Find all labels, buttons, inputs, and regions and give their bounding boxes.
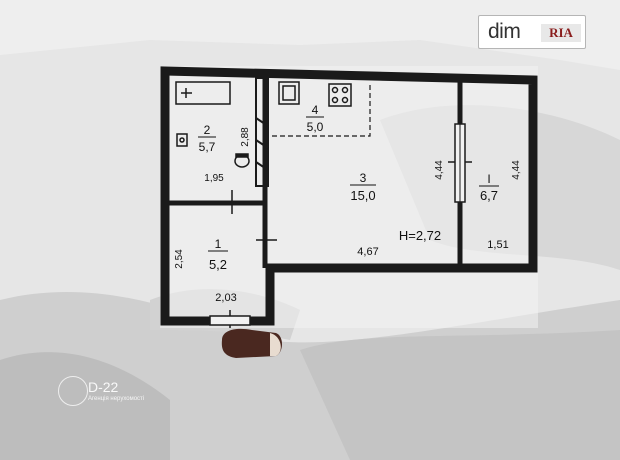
dim-balcony-height: 4,44: [511, 160, 522, 180]
svg-text:1: 1: [215, 237, 222, 251]
room-4-label: 4 5,0: [306, 103, 324, 134]
window-hall: [209, 315, 251, 326]
dim-hall-height: 2,54: [174, 249, 185, 269]
dim-balcony-width: 1,51: [487, 239, 508, 251]
agency-watermark: D-22 Агенція нерухомості: [52, 374, 162, 414]
svg-text:I: I: [487, 172, 490, 186]
ceiling-height: H=2,72: [399, 228, 441, 243]
dim-bath-width: 1,95: [204, 173, 224, 184]
dim-hall-width: 2,03: [215, 292, 236, 304]
svg-text:2: 2: [204, 123, 211, 137]
bathtub-icon: [175, 81, 231, 105]
svg-text:5,7: 5,7: [199, 140, 216, 154]
stove-icon: [328, 83, 352, 107]
dim-ria-logo[interactable]: dim RIA: [478, 15, 586, 49]
kitchen-zone-outline: [272, 82, 371, 137]
shaft: [255, 77, 269, 187]
dim-main-height: 4,44: [434, 160, 445, 180]
svg-text:4: 4: [312, 103, 319, 117]
outer-walls: [160, 66, 538, 326]
svg-text:5,2: 5,2: [209, 257, 227, 272]
room-2-label: 2 5,7: [198, 123, 216, 154]
agency-logo-icon: [58, 376, 88, 406]
agency-tagline: Агенція нерухомості: [88, 396, 145, 402]
room-1-label: 1 5,2: [208, 237, 228, 272]
finger: [221, 328, 282, 358]
svg-text:3: 3: [360, 171, 367, 185]
dim-main-width: 4,67: [357, 246, 378, 258]
room-3-label: 3 15,0: [350, 171, 376, 203]
svg-text:6,7: 6,7: [480, 188, 498, 203]
sink-icon: [176, 133, 188, 147]
room-balcony-label: I 6,7: [479, 172, 499, 203]
logo-text: dim: [488, 20, 521, 43]
agency-name: D-22: [88, 379, 119, 395]
svg-text:5,0: 5,0: [307, 120, 324, 134]
kitchen-sink-icon: [278, 81, 300, 105]
logo-badge: RIA: [541, 24, 581, 42]
svg-text:15,0: 15,0: [350, 188, 375, 203]
toilet-icon: [234, 153, 250, 168]
dim-bath-height: 2,88: [240, 127, 251, 147]
